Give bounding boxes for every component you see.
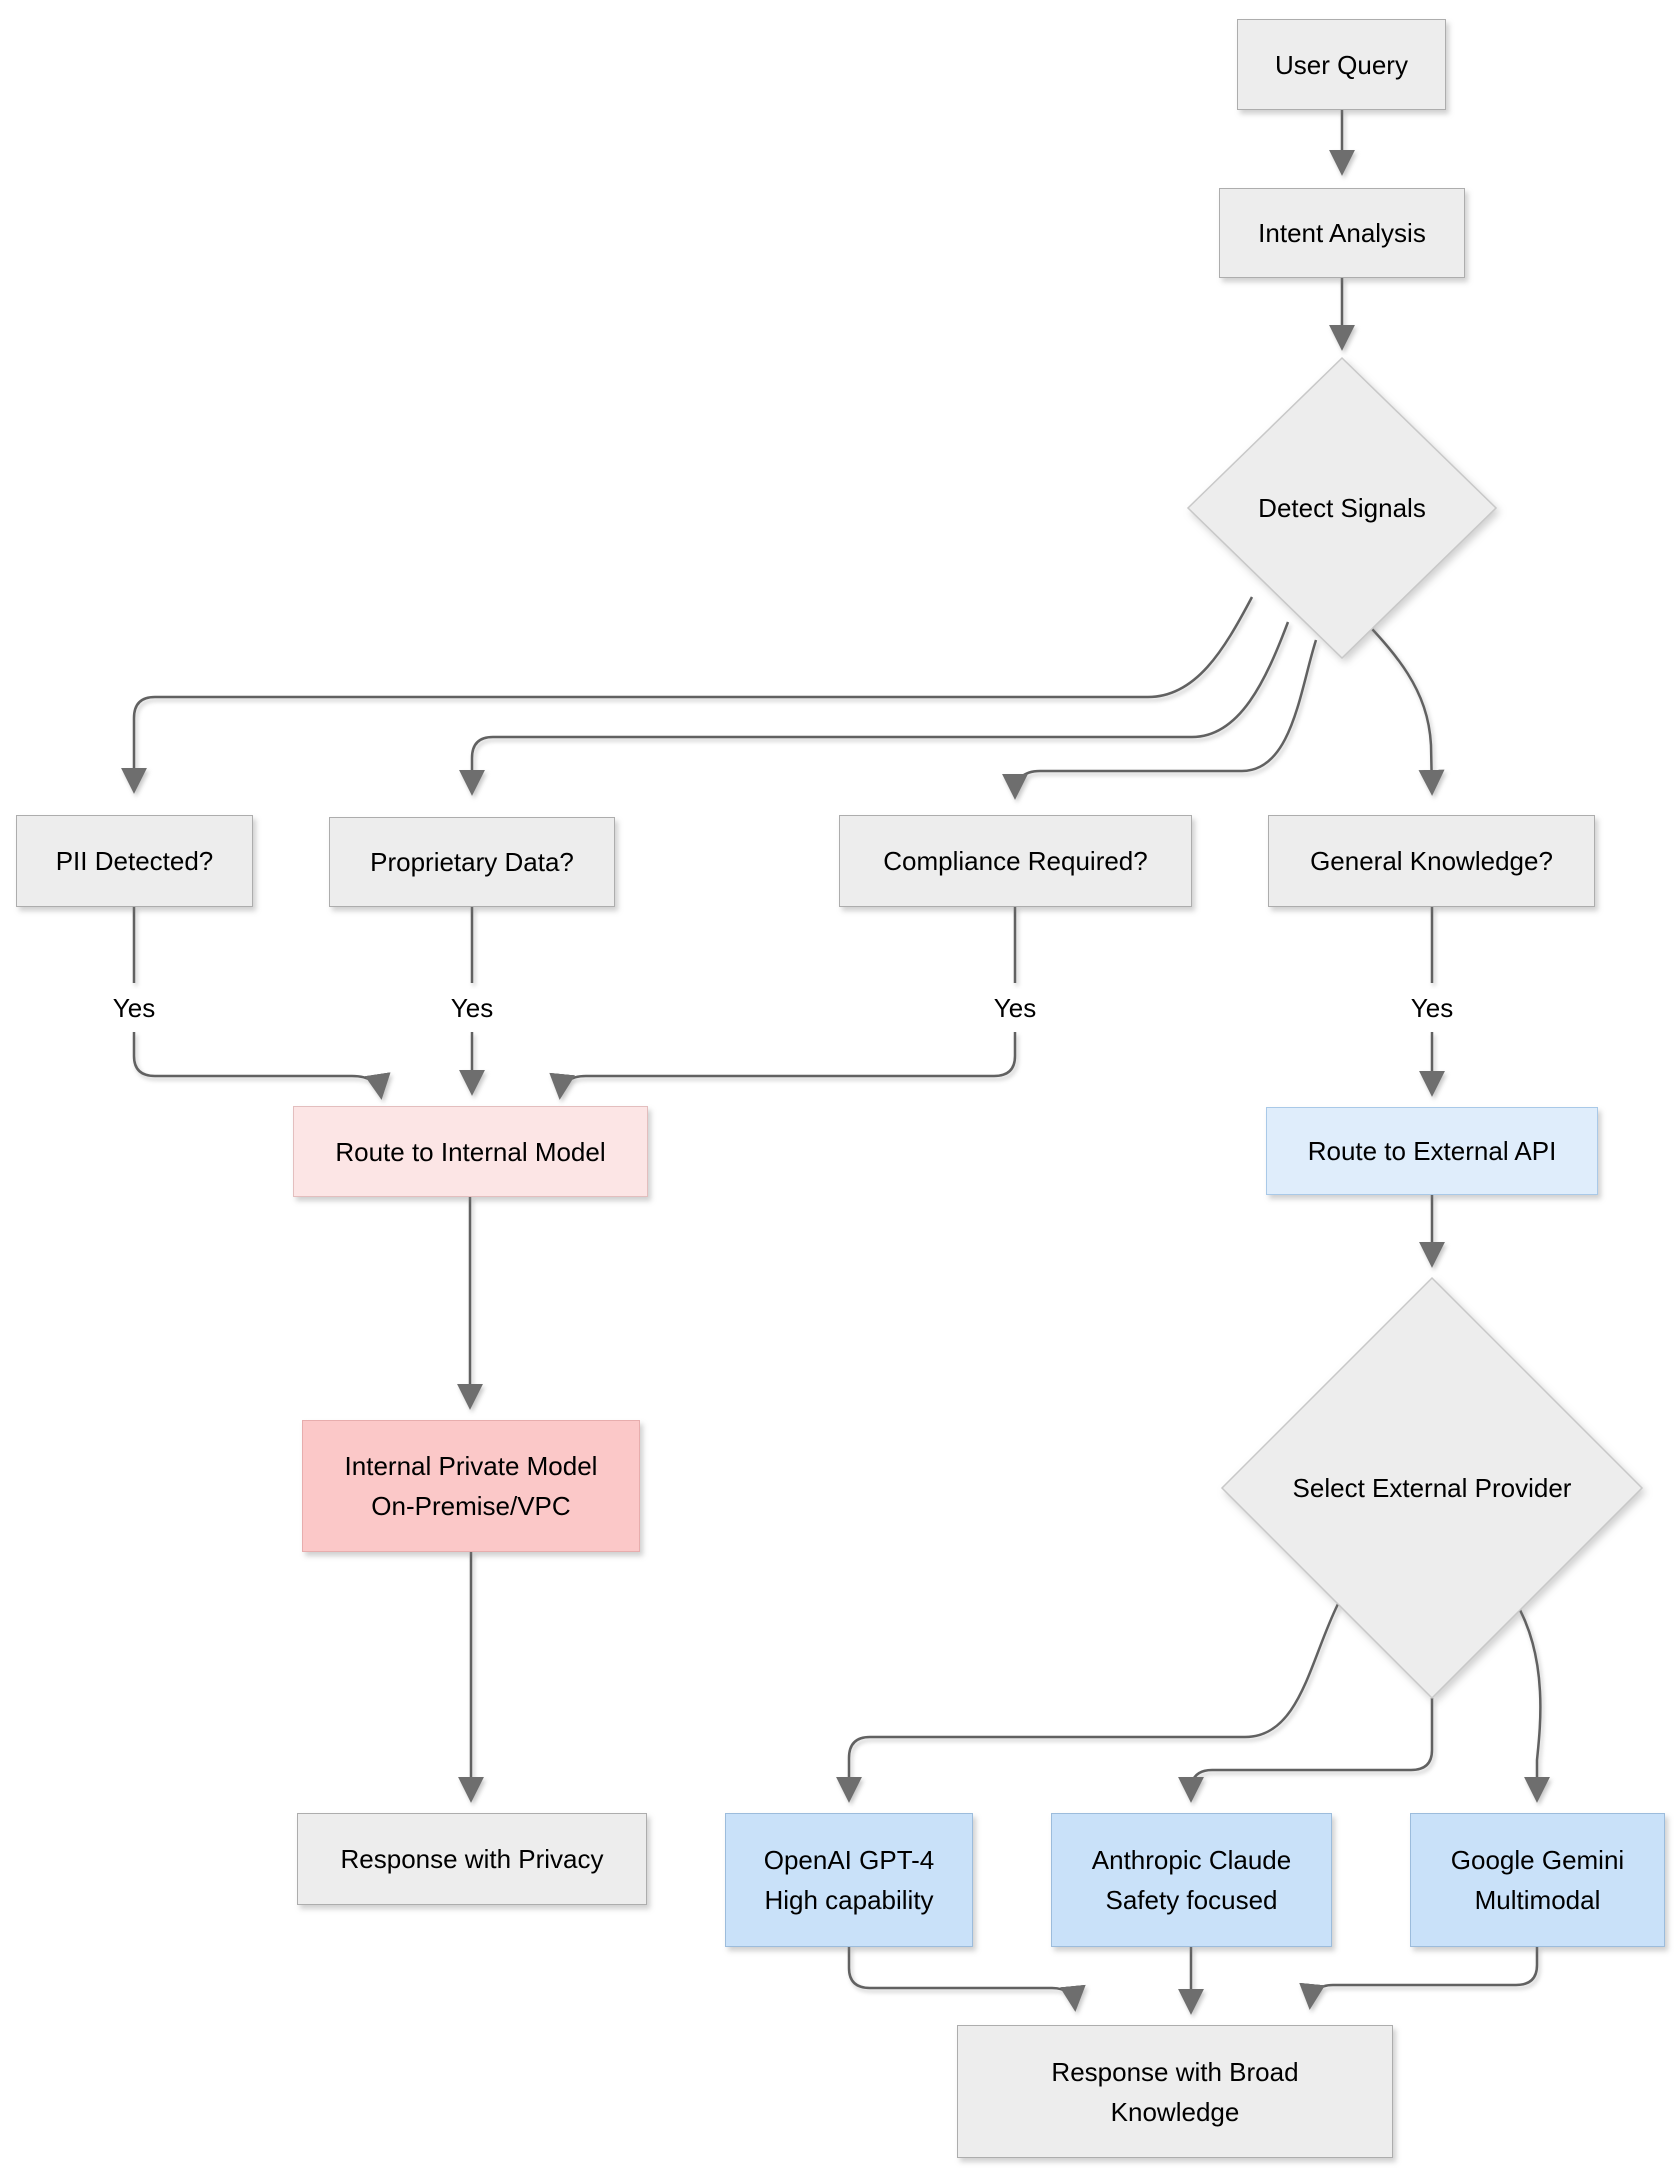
edge-gemini-to-response-broad bbox=[1299, 1947, 1539, 2010]
node-general-knowledge-label: General Knowledge? bbox=[1310, 846, 1553, 876]
node-pii-detected-label: PII Detected? bbox=[55, 846, 214, 876]
node-route-external-api: Route to External API bbox=[1266, 1107, 1598, 1195]
edge-label-compliance-yes: Yes bbox=[955, 989, 1075, 1027]
node-response-broad-knowledge-line2: Knowledge bbox=[1110, 2096, 1240, 2127]
node-pii-detected: PII Detected? bbox=[16, 815, 253, 907]
edge-detect-to-pii bbox=[121, 596, 1254, 794]
edge-select-to-openai bbox=[836, 1603, 1340, 1803]
edge-label-general-yes: Yes bbox=[1372, 989, 1492, 1027]
edge-openai-to-response-broad bbox=[847, 1947, 1086, 2012]
edge-compliance-yes-lower bbox=[549, 1032, 1017, 1100]
node-route-internal-model: Route to Internal Model bbox=[293, 1106, 648, 1197]
node-detect-signals-diamond bbox=[1186, 356, 1498, 660]
node-route-internal-model-label: Route to Internal Model bbox=[335, 1136, 606, 1167]
node-intent-analysis-label: Intent Analysis bbox=[1258, 218, 1426, 248]
node-detect-signals-label: Detect Signals bbox=[1258, 492, 1426, 523]
node-proprietary-data: Proprietary Data? bbox=[329, 817, 615, 907]
node-select-provider-diamond bbox=[1220, 1276, 1644, 1700]
node-anthropic-claude-line1: Anthropic Claude bbox=[1091, 1845, 1292, 1875]
node-google-gemini-line1: Google Gemini bbox=[1450, 1845, 1625, 1875]
node-select-provider-label: Select External Provider bbox=[1292, 1472, 1572, 1503]
node-openai-gpt4-line2: High capability bbox=[764, 1885, 934, 1915]
node-google-gemini: Google Gemini Multimodal bbox=[1410, 1813, 1665, 1947]
node-internal-private-model-line1: Internal Private Model bbox=[344, 1451, 598, 1481]
node-route-external-api-label: Route to External API bbox=[1307, 1136, 1557, 1166]
edge-pii-yes-lower bbox=[132, 1032, 391, 1100]
node-proprietary-data-label: Proprietary Data? bbox=[370, 847, 574, 877]
edge-label-proprietary-yes: Yes bbox=[412, 989, 532, 1027]
edge-select-to-anthropic bbox=[1178, 1698, 1434, 1803]
edge-detect-to-proprietary bbox=[459, 621, 1290, 796]
edge-select-to-gemini bbox=[1518, 1609, 1550, 1803]
node-openai-gpt4: OpenAI GPT-4 High capability bbox=[725, 1813, 973, 1947]
node-internal-private-model: Internal Private Model On-Premise/VPC bbox=[302, 1420, 640, 1552]
node-anthropic-claude: Anthropic Claude Safety focused bbox=[1051, 1813, 1332, 1947]
node-general-knowledge: General Knowledge? bbox=[1268, 815, 1595, 907]
node-user-query: User Query bbox=[1237, 19, 1446, 110]
node-internal-private-model-line2: On-Premise/VPC bbox=[371, 1491, 571, 1521]
node-anthropic-claude-line2: Safety focused bbox=[1105, 1885, 1278, 1915]
node-google-gemini-line2: Multimodal bbox=[1474, 1885, 1601, 1915]
node-response-privacy-label: Response with Privacy bbox=[340, 1844, 604, 1874]
node-compliance-required: Compliance Required? bbox=[839, 815, 1192, 907]
node-response-broad-knowledge: Response with Broad Knowledge bbox=[957, 2025, 1393, 2158]
edge-detect-to-compliance bbox=[1002, 639, 1318, 800]
node-intent-analysis: Intent Analysis bbox=[1219, 188, 1465, 278]
node-openai-gpt4-line1: OpenAI GPT-4 bbox=[763, 1845, 935, 1875]
edge-label-pii-yes: Yes bbox=[74, 989, 194, 1027]
node-response-broad-knowledge-line1: Response with Broad bbox=[1051, 2056, 1299, 2087]
node-response-privacy: Response with Privacy bbox=[297, 1813, 647, 1905]
node-user-query-label: User Query bbox=[1275, 49, 1408, 80]
node-compliance-required-label: Compliance Required? bbox=[883, 846, 1148, 876]
